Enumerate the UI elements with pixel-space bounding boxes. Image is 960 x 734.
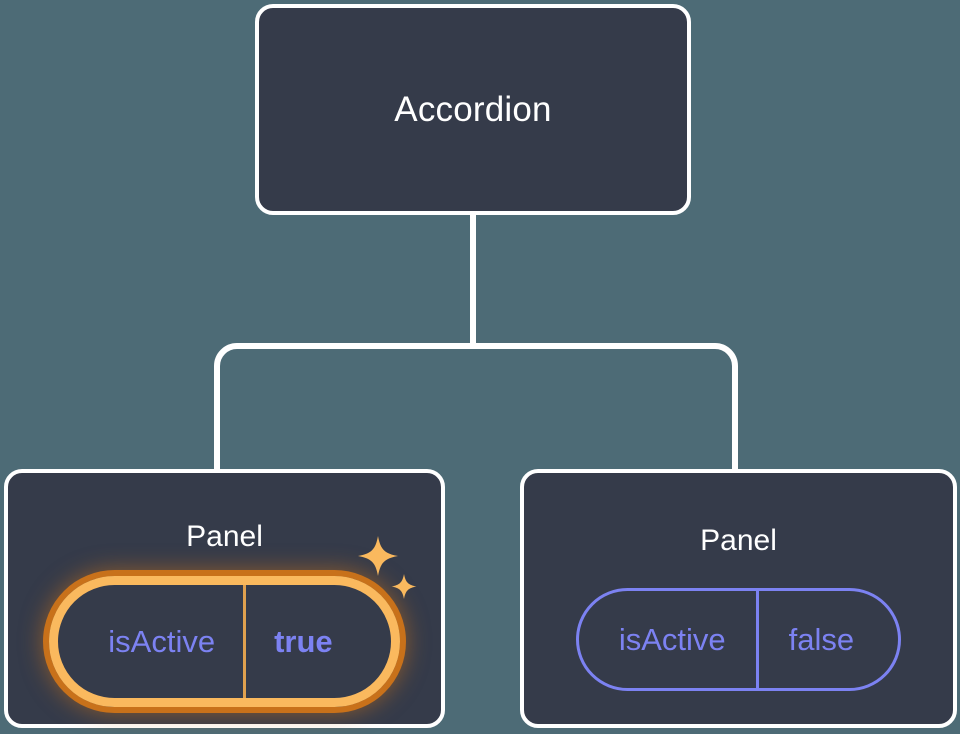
prop-pill-isactive-true[interactable]: isActive true xyxy=(49,576,400,707)
prop-value: true xyxy=(274,624,333,659)
node-accordion[interactable]: Accordion xyxy=(255,4,691,215)
node-panel-active[interactable]: Panel isActive true xyxy=(4,469,445,728)
prop-pill-isactive-false[interactable]: isActive false xyxy=(575,588,902,691)
connector-branch-left xyxy=(214,343,473,470)
prop-pill-inactive-wrap: isActive false xyxy=(524,556,953,691)
node-panel-active-label: Panel xyxy=(186,520,263,553)
prop-pill-active-wrap: isActive true xyxy=(8,536,441,707)
prop-key: isActive xyxy=(58,585,247,698)
node-panel-inactive-label: Panel xyxy=(700,524,777,557)
prop-key: isActive xyxy=(579,591,759,688)
prop-value: false xyxy=(788,622,855,657)
node-accordion-label: Accordion xyxy=(394,90,552,129)
node-panel-inactive[interactable]: Panel isActive false xyxy=(520,469,957,728)
connector-branch-right xyxy=(473,343,738,470)
